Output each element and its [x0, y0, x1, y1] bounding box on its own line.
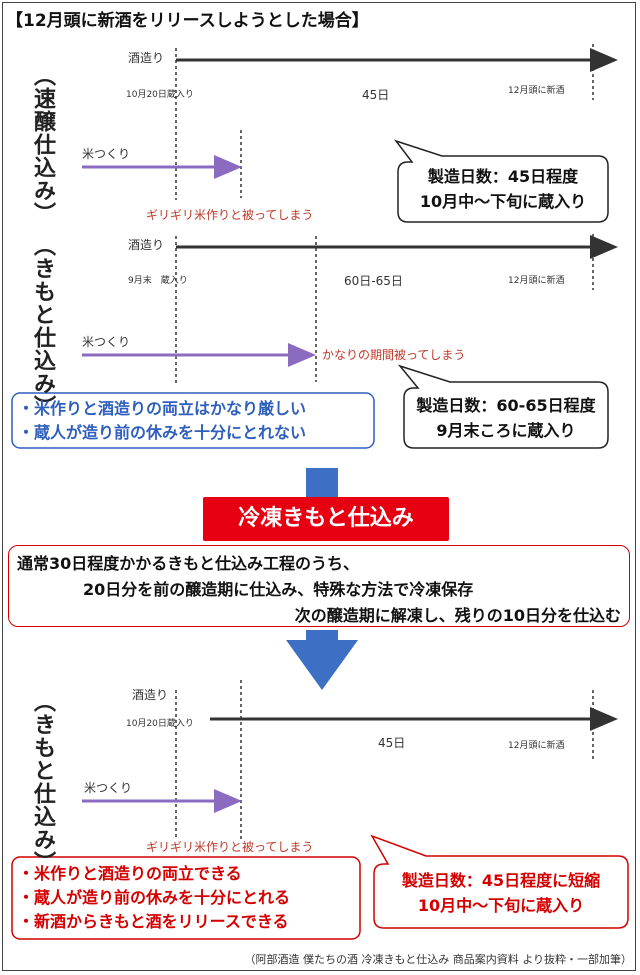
- s1-rice-arrowhead: [214, 155, 242, 179]
- s1-rice-label: 米つくり: [82, 147, 131, 161]
- explanation-line-2: 20日分を前の醸造期に仕込み、特殊な方法で冷凍保存: [83, 580, 474, 599]
- s3-bullet-1: ・米作りと酒造りの両立できる: [18, 864, 242, 883]
- page-title: 【12月頭に新酒をリリースしようとした場合】: [6, 11, 369, 31]
- transition-arrow-shaft-top: [306, 468, 338, 498]
- s2-rice-label: 米つくり: [82, 335, 131, 349]
- s3-rice-label: 米つくり: [84, 781, 133, 795]
- s2-bullet-1: ・米作りと酒造りの両立はかなり厳しい: [18, 399, 307, 418]
- s3-duration-label: 45日: [378, 736, 406, 750]
- s3-end-label: 12月頭に新酒: [508, 741, 565, 751]
- s2-start-label: 9月末 蔵入り: [128, 276, 188, 286]
- s3-bullets-box: [11, 856, 361, 940]
- s3-callout-line1: 製造日数：45日程度に短縮: [401, 871, 601, 890]
- s3-sake-label: 酒造り: [132, 688, 169, 702]
- s2-callout: 製造日数：60-65日程度 9月末ころに蔵入り: [404, 393, 608, 443]
- explanation-box: 通常30日程度かかるきもと仕込み工程のうち、 20日分を前の醸造期に仕込み、特殊…: [8, 545, 630, 627]
- s1-duration-label: 45日: [362, 88, 390, 102]
- s3-rice-arrowhead: [214, 789, 242, 813]
- s2-vertical-label: （きもと仕込み）: [30, 234, 55, 418]
- s3-vertical-label: （きもと仕込み）: [30, 690, 55, 874]
- s3-bullet-3: ・新酒からきもと酒をリリースできる: [18, 912, 289, 931]
- explanation-line-3: 次の醸造期に解凍し、残りの10日分を仕込む: [294, 606, 621, 625]
- s3-overlap-note: ギリギリ米作りと被ってしまう: [146, 840, 314, 854]
- s2-overlap-note: かなりの期間被ってしまう: [322, 348, 466, 362]
- transition-arrow: [286, 630, 358, 690]
- s1-callout: 製造日数：45日程度 10月中～下旬に蔵入り: [398, 164, 608, 214]
- s1-sake-arrowhead: [590, 48, 618, 72]
- s3-bullets: ・米作りと酒造りの両立できる ・蔵人が造り前の休みを十分にとれる ・新酒からきも…: [18, 862, 290, 934]
- s2-callout-line2: 9月末ころに蔵入り: [436, 421, 576, 440]
- s3-sake-arrowhead: [590, 707, 618, 731]
- s1-end-label: 12月頭に新酒: [508, 86, 565, 96]
- source-note: （阿部酒造 僕たちの酒 冷凍きもと仕込み 商品案内資料 より抜粋・一部加筆）: [244, 953, 632, 966]
- explanation-line-1: 通常30日程度かかるきもと仕込み工程のうち、: [17, 554, 359, 573]
- s2-duration-label: 60日-65日: [344, 274, 403, 288]
- s1-callout-bubble: [393, 139, 609, 223]
- s3-callout: 製造日数：45日程度に短縮 10月中～下旬に蔵入り: [374, 868, 628, 918]
- s2-bullet-2: ・蔵人が造り前の休みを十分にとれない: [18, 423, 307, 442]
- s1-callout-line1: 製造日数：45日程度: [427, 167, 579, 186]
- s2-bullets: ・米作りと酒造りの両立はかなり厳しい ・蔵人が造り前の休みを十分にとれない: [18, 397, 306, 445]
- s3-callout-line2: 10月中～下旬に蔵入り: [417, 896, 585, 915]
- s2-callout-bubble: [397, 364, 609, 449]
- s3-callout-bubble: [370, 834, 629, 929]
- s2-sake-label: 酒造り: [128, 238, 165, 252]
- s3-bullet-2: ・蔵人が造り前の休みを十分にとれる: [18, 888, 291, 907]
- s2-rice-arrowhead: [288, 343, 316, 367]
- s2-end-label: 12月頭に新酒: [508, 276, 565, 286]
- s1-start-label: 10月20日蔵入り: [126, 90, 194, 100]
- s1-overlap-note: ギリギリ米作りと被ってしまう: [146, 208, 314, 222]
- s1-sake-label: 酒造り: [128, 51, 165, 65]
- s2-sake-arrowhead: [590, 235, 618, 259]
- s1-vertical-label: （速醸仕込み）: [30, 64, 55, 225]
- s2-callout-line1: 製造日数：60-65日程度: [416, 396, 596, 415]
- s3-start-label: 10月20日蔵入り: [126, 719, 194, 729]
- method-banner: 冷凍きもと仕込み: [203, 497, 449, 541]
- s2-bullets-box: [11, 392, 375, 449]
- s1-callout-line2: 10月中～下旬に蔵入り: [419, 192, 587, 211]
